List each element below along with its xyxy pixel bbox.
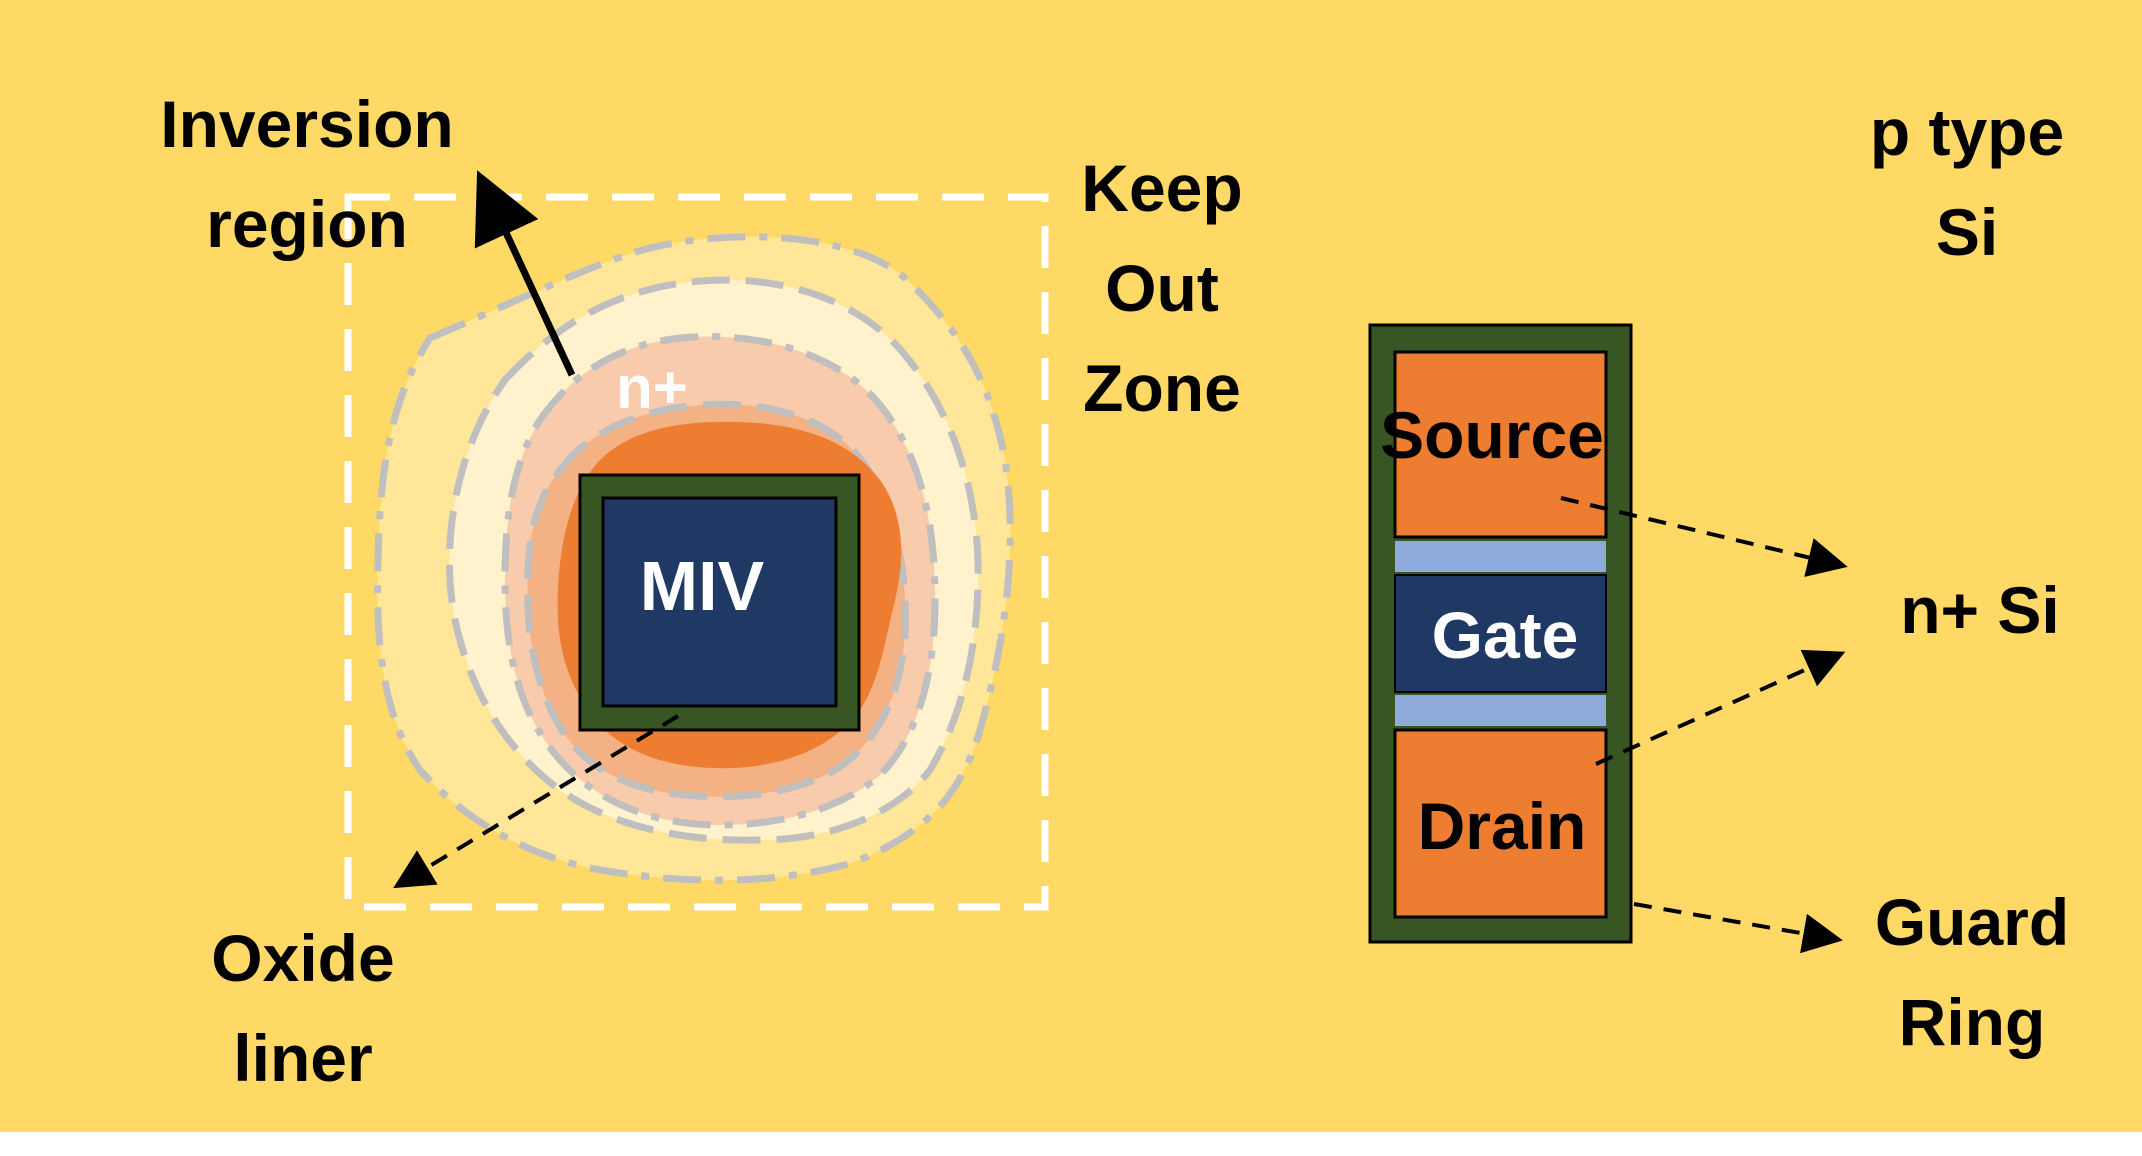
bottom-margin bbox=[0, 1132, 2142, 1151]
oxide-liner-label-line1: Oxide bbox=[211, 921, 394, 995]
guard-ring-label-line1: Guard bbox=[1875, 885, 2069, 959]
gate-region bbox=[1394, 574, 1607, 693]
p-type-si-label-line2: Si bbox=[1936, 195, 1998, 269]
lower-spacer bbox=[1395, 695, 1606, 726]
drain-region bbox=[1393, 728, 1608, 919]
p-type-si-background bbox=[0, 0, 2142, 1132]
inversion-region-label-line1: Inversion bbox=[160, 87, 453, 161]
source-to-nplus-arrow bbox=[1560, 496, 1848, 577]
source-region bbox=[1393, 350, 1608, 539]
guard-ring-label-line2: Ring bbox=[1899, 985, 2046, 1059]
source-label: Source bbox=[1380, 398, 1604, 472]
oxide-liner-arrow bbox=[393, 714, 680, 889]
n-plus-si-label: n+ Si bbox=[1900, 573, 2060, 647]
miv-label: MIV bbox=[640, 547, 765, 625]
gate-label: Gate bbox=[1432, 598, 1579, 672]
keep-out-zone-boundary bbox=[344, 193, 1049, 911]
upper-spacer bbox=[1395, 541, 1606, 572]
keep-out-zone-label-line1: Keep bbox=[1081, 151, 1242, 225]
p-type-si-label-line1: p type bbox=[1870, 95, 2064, 169]
drain-to-nplus-arrow bbox=[1595, 649, 1846, 766]
inversion-region-arrow bbox=[474, 170, 576, 377]
keep-out-zone-label-line2: Out bbox=[1105, 251, 1219, 325]
n-plus-label: n+ bbox=[616, 354, 688, 421]
inversion-region-label-line2: region bbox=[206, 187, 408, 261]
keep-out-zone-label-line3: Zone bbox=[1083, 351, 1241, 425]
miv-conductor bbox=[601, 496, 838, 708]
drain-label: Drain bbox=[1418, 789, 1587, 863]
guard-ring-arrow bbox=[1633, 902, 1843, 954]
oxide-liner-label-line2: liner bbox=[233, 1021, 372, 1095]
